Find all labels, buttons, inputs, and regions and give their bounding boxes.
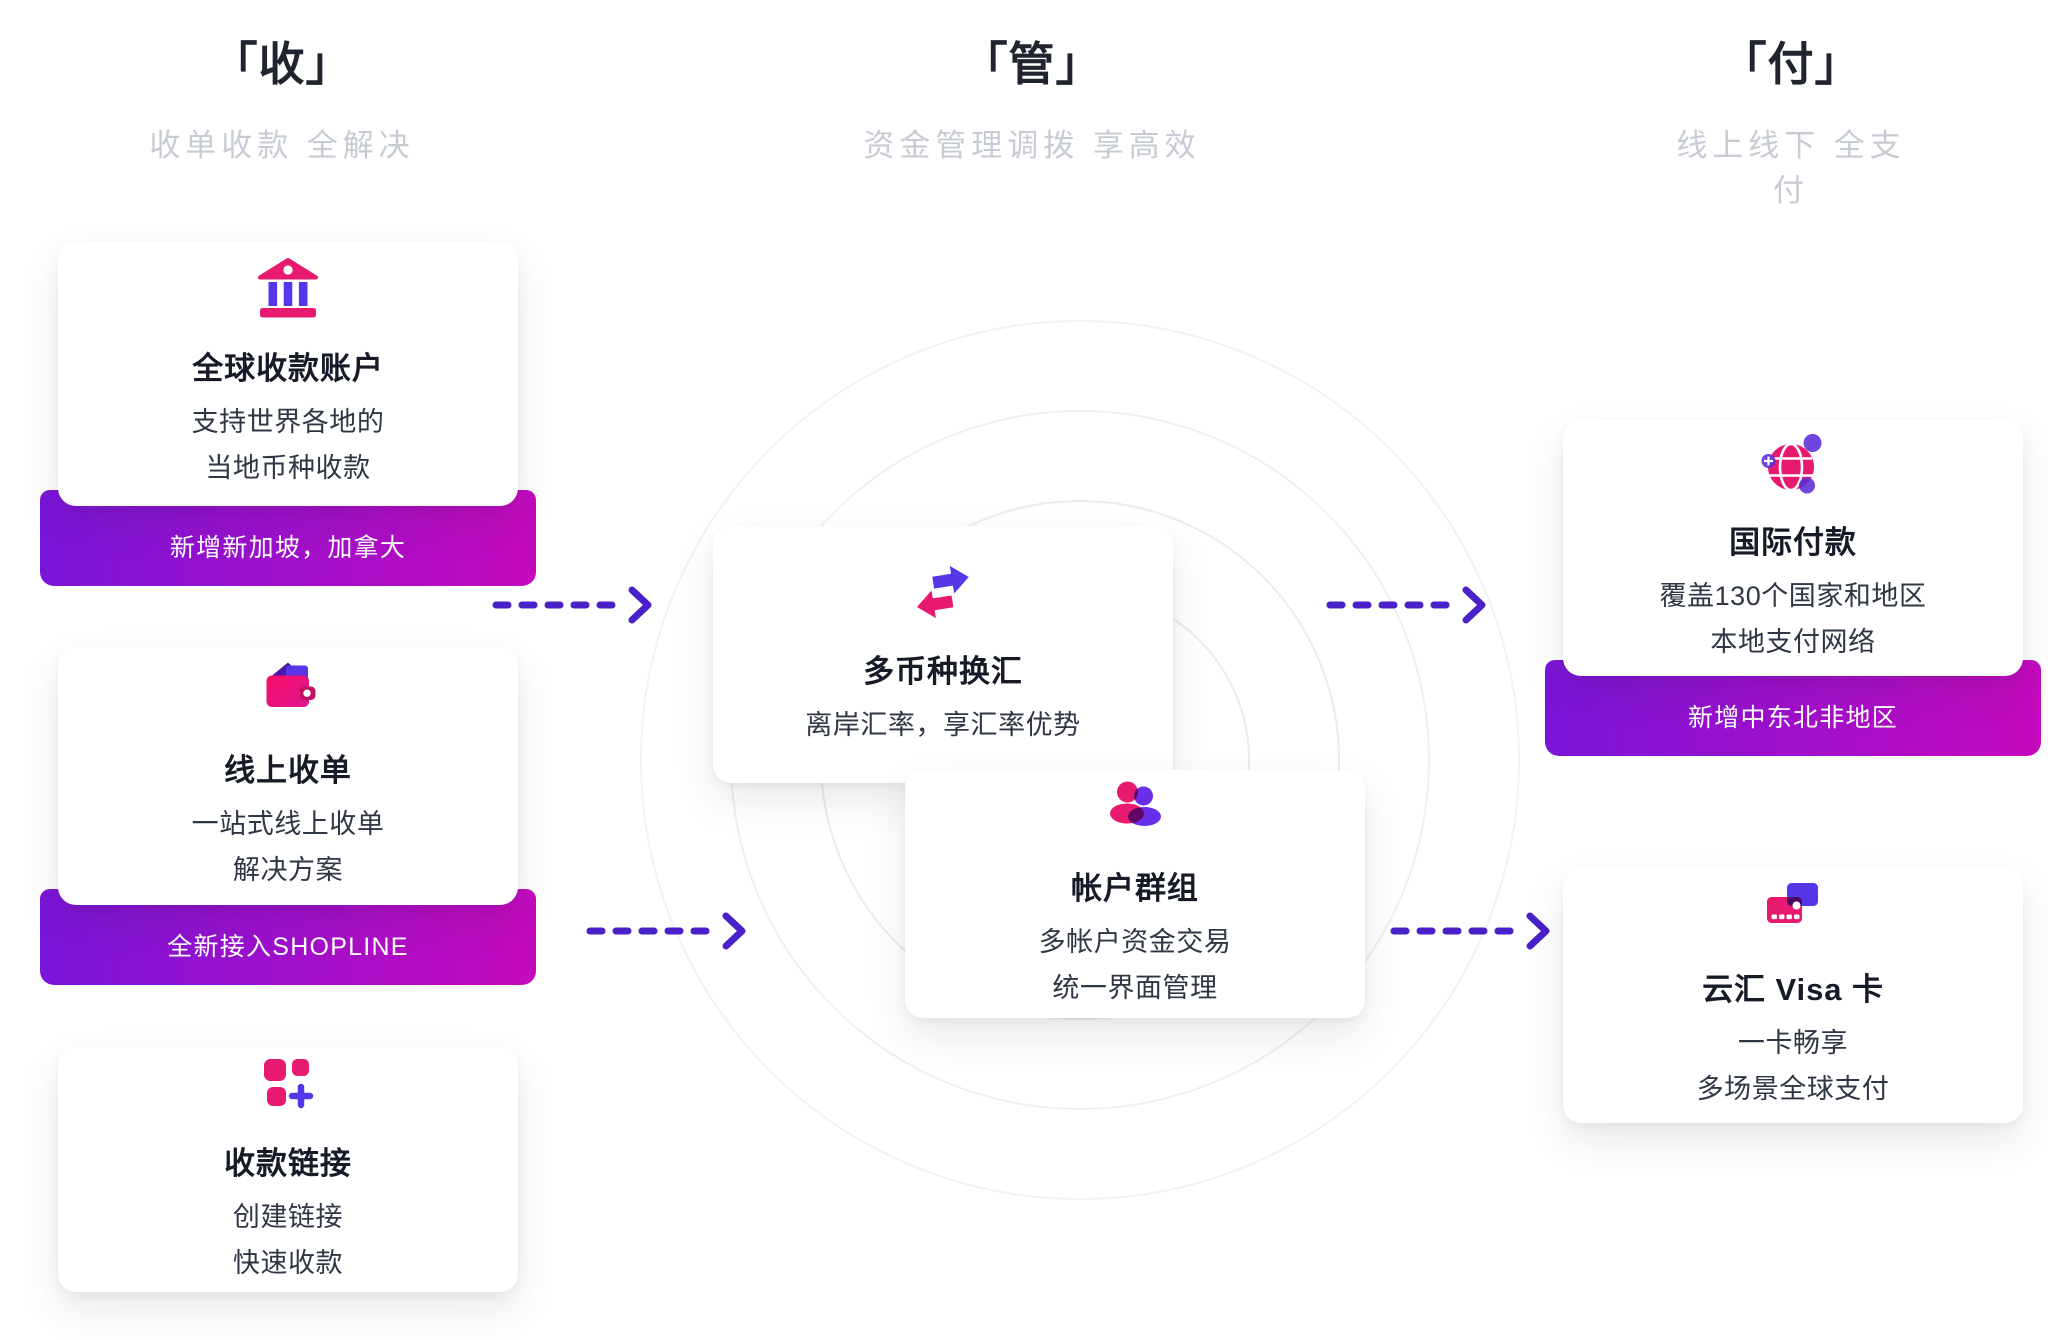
column-header-manage: 「管」 资金管理调拨 享高效 [863,28,1200,165]
card-body: 覆盖130个国家和地区 本地支付网络 [1660,574,1927,666]
column-subtitle: 线上线下 全支付 [1676,128,1906,208]
promo-banner: 新增新加坡，加拿大 [40,490,536,586]
card-body-line: 多场景全球支付 [1696,1074,1890,1104]
card-title: 国际付款 [1729,524,1857,560]
card-body-line: 本地支付网络 [1710,626,1876,657]
card-title: 收款链接 [224,1146,352,1182]
card-body: 一站式线上收单 解决方案 [192,802,385,894]
card-body-line: 离岸汇率，享汇率优势 [805,710,1081,741]
card-body-line: 一站式线上收单 [191,808,385,839]
card-body-line: 创建链接 [232,1202,344,1233]
column-subtitle: 收单收款 全解决 [149,128,415,163]
promo-banner: 全新接入SHOPLINE [40,889,536,985]
card-title: 云汇 Visa 卡 [1702,972,1884,1008]
card-international-payment: 国际付款 覆盖130个国家和地区 本地支付网络 新增中东北非地区 [1545,420,2041,756]
flow-arrow-right-icon [1326,586,1486,624]
card-body: 多帐户资金交易 统一界面管理 [1039,920,1232,1012]
flow-arrow-right-icon [492,586,652,624]
column-title: 「管」 [961,38,1103,90]
column-title: 「付」 [1720,38,1862,90]
card-body: 支持世界各地的 当地币种收款 [192,400,385,492]
card-body-line: 一卡畅享 [1737,1028,1849,1059]
card-body: 创建链接 快速收款 [233,1195,343,1287]
background-ring [640,320,1520,1200]
card-title: 帐户群组 [1071,870,1199,906]
card-payment-link: 收款链接 创建链接 快速收款 [58,1047,518,1292]
card-body-line: 当地币种收款 [205,452,371,483]
card-body-line: 支持世界各地的 [191,406,385,437]
card-body: 一卡畅享 多场景全球支付 [1697,1021,1890,1113]
wallet-icon [266,662,316,707]
card-title: 全球收款账户 [192,350,384,386]
card-global-account: 全球收款账户 支持世界各地的 当地币种收款 新增新加坡，加拿大 [40,242,536,586]
bank-icon [258,257,318,318]
card-body-line: 快速收款 [232,1248,344,1278]
credit-cards-icon [1767,883,1818,924]
card-body-line: 覆盖130个国家和地区 [1659,580,1927,611]
card-body-line: 统一界面管理 [1052,972,1218,1003]
card-title: 多币种换汇 [863,654,1023,690]
card-title: 线上收单 [224,752,352,788]
card-body-line: 多帐户资金交易 [1038,926,1232,957]
column-title: 「收」 [211,38,353,90]
card-multi-currency-fx: 多币种换汇 离岸汇率，享汇率优势 [713,526,1173,783]
card-account-group: 帐户群组 多帐户资金交易 统一界面管理 [905,770,1365,1018]
card-body-line: 解决方案 [232,854,344,885]
column-subtitle: 资金管理调拨 享高效 [863,128,1201,163]
globe-icon [1761,433,1822,494]
flow-arrow-right-icon [586,912,746,950]
people-group-icon [1110,781,1161,826]
card-body: 离岸汇率，享汇率优势 [805,703,1080,749]
column-header-receive: 「收」 收单收款 全解决 [149,28,414,165]
flow-arrow-right-icon [1390,912,1550,950]
grid-plus-icon [264,1059,314,1109]
card-visa-card: 云汇 Visa 卡 一卡畅享 多场景全球支付 [1563,868,2023,1123]
promo-banner: 新增中东北非地区 [1545,660,2041,756]
card-online-acquiring: 线上收单 一站式线上收单 解决方案 全新接入SHOPLINE [40,647,536,985]
exchange-arrows-icon [916,565,969,619]
column-header-pay: 「付」 线上线下 全支付 [1663,28,1920,210]
